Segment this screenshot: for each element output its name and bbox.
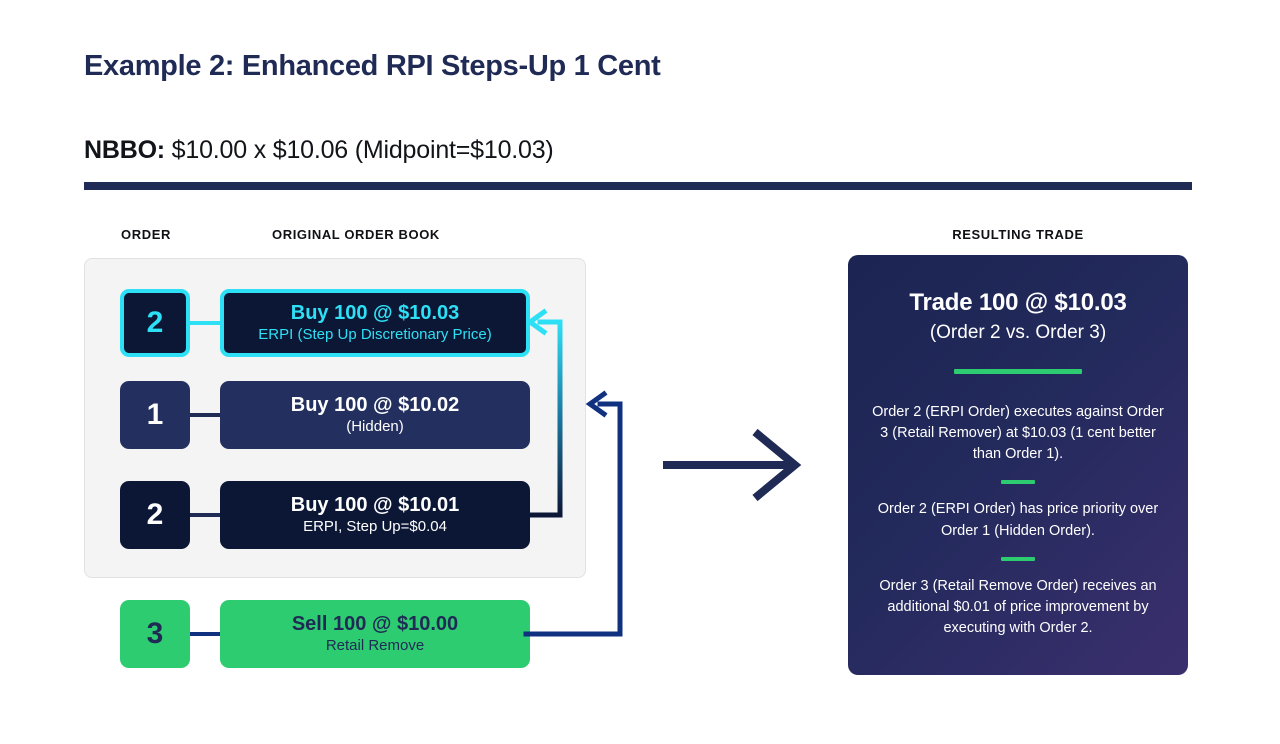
order-stem [190, 632, 220, 636]
order-stem [190, 413, 220, 417]
column-heading-resulting-trade: RESULTING TRADE [952, 227, 1084, 242]
order-stem [190, 513, 220, 517]
trade-note: Order 2 (ERPI Order) has price priority … [877, 501, 1159, 539]
trade-title: Trade 100 @ $10.03 [909, 289, 1127, 316]
column-heading-order-book: ORIGINAL ORDER BOOK [272, 227, 440, 242]
order-row: 2 Buy 100 @ $10.01 ERPI, Step Up=$0.04 [120, 481, 530, 549]
nbbo-value: $10.00 x $10.06 (Midpoint=$10.03) [164, 136, 554, 164]
order-detail: Buy 100 @ $10.03 ERPI (Step Up Discretio… [220, 289, 530, 357]
order-detail: Buy 100 @ $10.01 ERPI, Step Up=$0.04 [220, 481, 530, 549]
order-stem [190, 321, 220, 325]
nbbo-label: NBBO: [84, 136, 165, 164]
trade-rule-divider [1001, 480, 1035, 485]
nbbo-line: NBBO: $10.00 x $10.06 (Midpoint=$10.03) [84, 136, 554, 165]
order-row: 3 Sell 100 @ $10.00 Retail Remove [120, 600, 530, 668]
page-title: Example 2: Enhanced RPI Steps-Up 1 Cent [84, 50, 661, 82]
trade-rule-primary [954, 369, 1082, 375]
order-badge: 2 [120, 289, 190, 357]
column-heading-order: ORDER [121, 227, 171, 242]
order-badge: 2 [120, 481, 190, 549]
trade-rule-divider [1001, 556, 1035, 561]
order-sub-text: ERPI, Step Up=$0.04 [303, 517, 447, 535]
order-sub-text: ERPI (Step Up Discretionary Price) [258, 325, 492, 343]
order-main-text: Sell 100 @ $10.00 [291, 612, 459, 635]
trade-note: Order 2 (ERPI Order) executes against Or… [872, 404, 1164, 463]
trade-subtitle: (Order 2 vs. Order 3) [929, 321, 1107, 343]
order-badge: 3 [120, 600, 190, 668]
order-row: 2 Buy 100 @ $10.03 ERPI (Step Up Discret… [120, 289, 530, 357]
trade-note: Order 3 (Retail Remove Order) receives a… [879, 577, 1157, 636]
order-main-text: Buy 100 @ $10.01 [290, 493, 460, 516]
order-sub-text: Retail Remove [325, 636, 425, 654]
order-detail: Buy 100 @ $10.02 (Hidden) [220, 381, 530, 449]
header-divider [84, 182, 1192, 190]
result-arrow-icon [663, 428, 802, 502]
order-badge: 1 [120, 381, 190, 449]
order-sub-text: (Hidden) [346, 417, 404, 435]
order-main-text: Buy 100 @ $10.03 [290, 301, 460, 324]
order-row: 1 Buy 100 @ $10.02 (Hidden) [120, 381, 530, 449]
order-detail: Sell 100 @ $10.00 Retail Remove [220, 600, 530, 668]
order-main-text: Buy 100 @ $10.02 [290, 393, 460, 416]
resulting-trade-panel: Trade 100 @ $10.03 (Order 2 vs. Order 3)… [848, 255, 1188, 675]
